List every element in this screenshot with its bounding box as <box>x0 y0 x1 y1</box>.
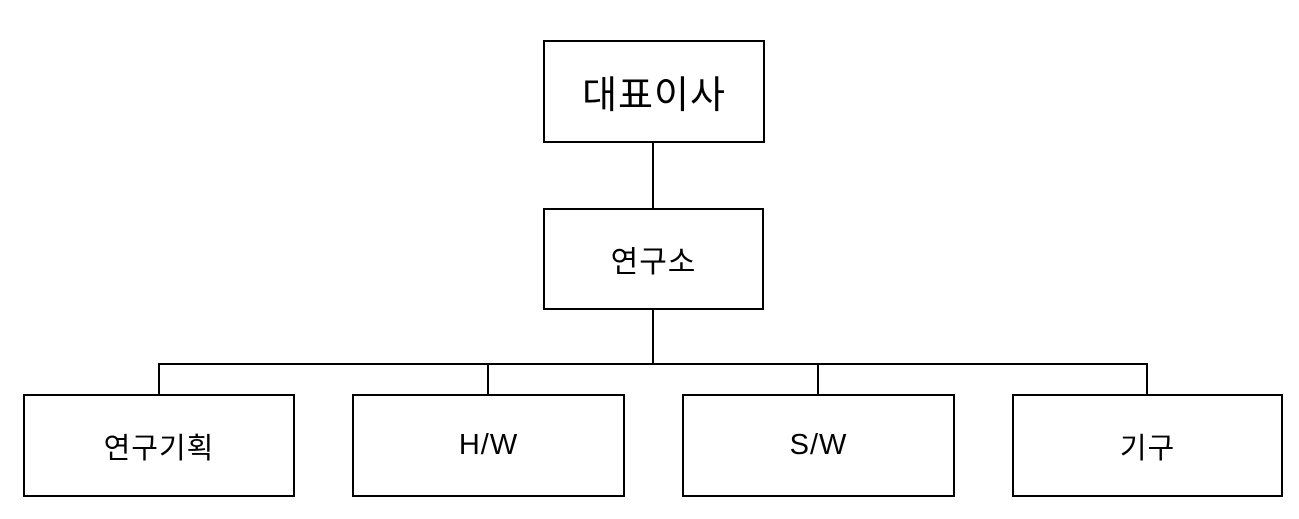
org-node-research-planning: 연구기획 <box>23 394 295 497</box>
org-node-software-label: S/W <box>789 429 848 461</box>
org-node-research-institute-label: 연구소 <box>610 246 697 279</box>
org-node-hardware: H/W <box>352 394 625 497</box>
org-node-ceo: 대표이사 <box>543 40 765 143</box>
org-node-research-institute: 연구소 <box>543 208 764 310</box>
org-node-research-planning-label: 연구기획 <box>103 432 215 465</box>
connector-drop-leaf-3 <box>1146 364 1148 395</box>
connector-root-to-branch <box>652 143 654 208</box>
org-node-mechanism: 기구 <box>1012 394 1283 497</box>
connector-drop-leaf-1 <box>487 364 489 395</box>
org-node-ceo-label: 대표이사 <box>582 75 726 117</box>
connector-drop-leaf-2 <box>817 364 819 395</box>
connector-horizontal-rail <box>158 363 1148 365</box>
connector-drop-leaf-0 <box>158 364 160 395</box>
org-node-mechanism-label: 기구 <box>1119 432 1176 465</box>
connector-branch-to-rail <box>652 310 654 364</box>
org-node-hardware-label: H/W <box>458 429 519 461</box>
org-node-software: S/W <box>682 394 955 497</box>
